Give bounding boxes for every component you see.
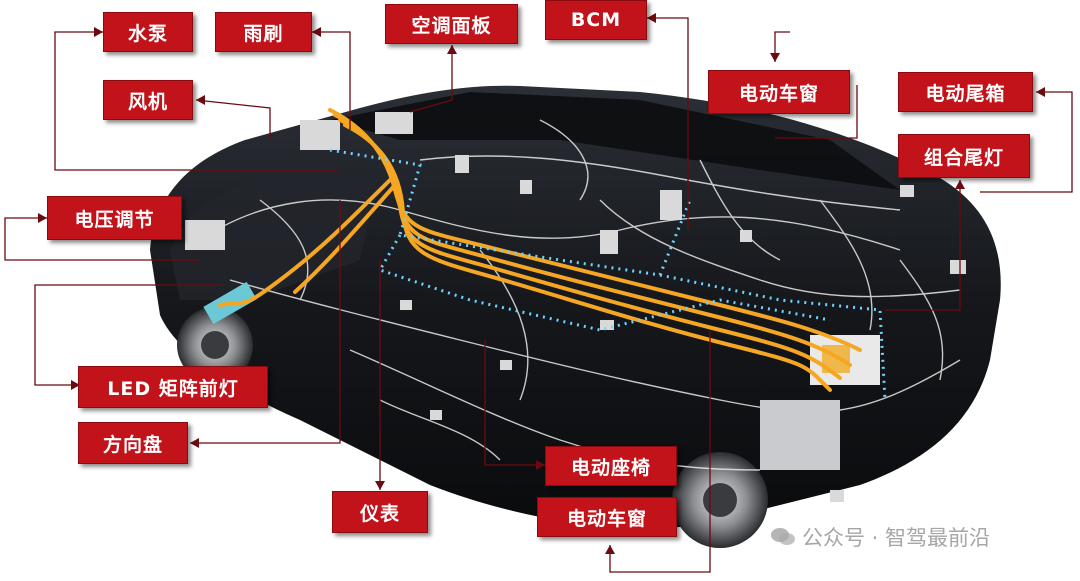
label-power-seat: 电动座椅 <box>545 446 677 486</box>
label-water-pump: 水泵 <box>103 12 193 52</box>
label-bcm: BCM <box>545 0 647 40</box>
label-blower: 风机 <box>103 80 193 120</box>
label-voltage-regulation: 电压调节 <box>47 196 182 240</box>
rear-module <box>760 400 840 470</box>
label-power-window-bottom: 电动车窗 <box>537 497 677 537</box>
label-ac-panel: 空调面板 <box>385 4 518 44</box>
watermark-text: 公众号 · 智驾最前沿 <box>802 526 991 550</box>
car-hood <box>170 168 380 300</box>
network-bus <box>329 148 887 401</box>
leader-lines <box>4 17 1073 573</box>
label-steering-wheel: 方向盘 <box>78 422 188 464</box>
car-roof <box>330 92 900 190</box>
label-wiper: 雨刷 <box>215 12 312 52</box>
leader-arrows <box>38 13 1045 554</box>
label-power-tailgate: 电动尾箱 <box>898 72 1033 112</box>
label-combination-tail-lamp: 组合尾灯 <box>898 134 1030 178</box>
label-instrument-cluster: 仪表 <box>332 491 428 533</box>
label-power-window-top: 电动车窗 <box>708 70 850 114</box>
label-led-matrix-headlamp: LED 矩阵前灯 <box>78 366 268 408</box>
thin-harness-lines <box>199 119 961 471</box>
connectors <box>185 112 966 502</box>
watermark: 公众号 · 智驾最前沿 <box>770 522 990 552</box>
wechat-icon <box>771 528 795 545</box>
